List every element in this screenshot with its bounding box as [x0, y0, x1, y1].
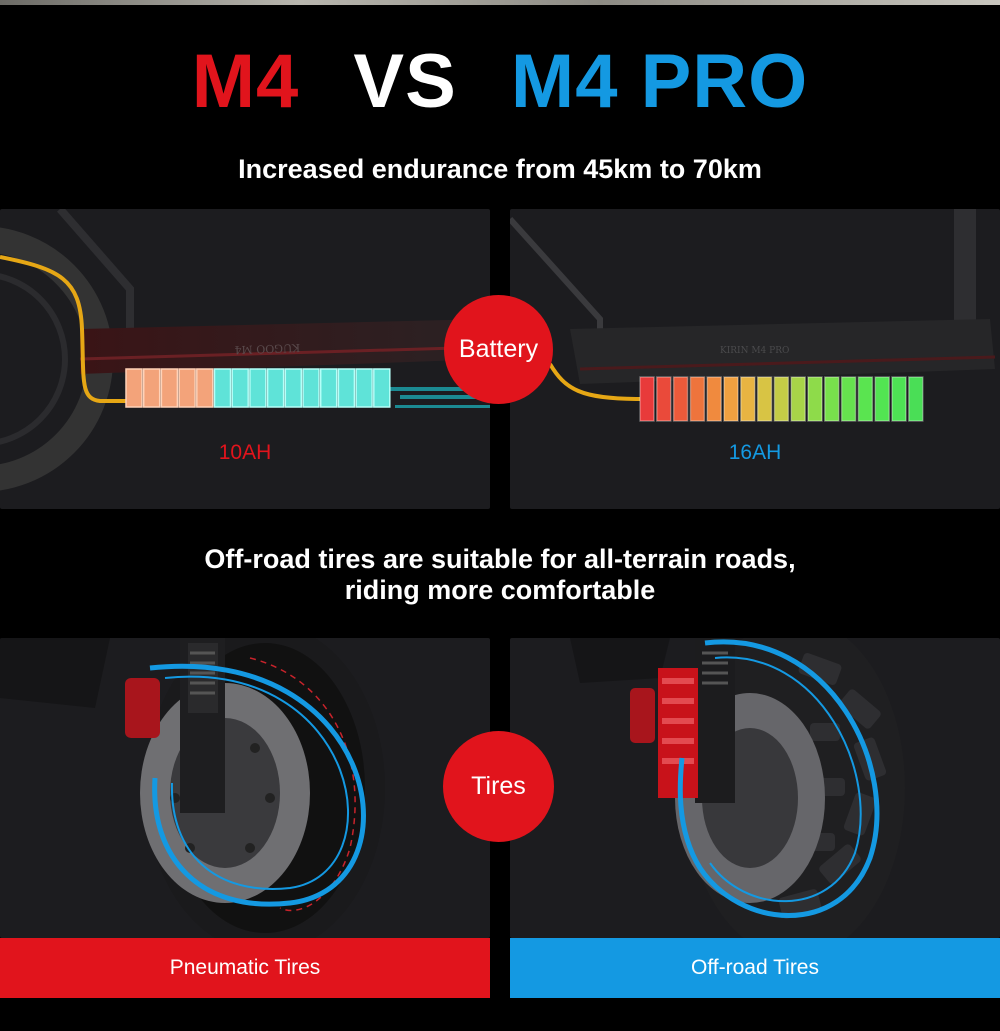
battery-cell	[249, 368, 267, 408]
battery-cell	[908, 376, 924, 422]
scooter-deck-illustration: KUGOO M4	[0, 209, 490, 491]
battery-cell	[656, 376, 672, 422]
tires-heading-line1: Off-road tires are suitable for all-terr…	[204, 544, 796, 574]
title-vs: VS	[353, 39, 457, 124]
tire-panel-offroad	[510, 638, 1000, 938]
title-m4-pro: M4 PRO	[510, 39, 809, 124]
tires-badge: Tires	[443, 731, 554, 842]
tire-panel-pneumatic	[0, 638, 490, 938]
battery-cell	[857, 376, 874, 422]
battery-caption-m4-pro: 16AH	[728, 441, 782, 464]
battery-cell	[807, 376, 823, 422]
battery-heading: Increased endurance from 45km to 70km	[238, 154, 762, 184]
svg-text:KIRIN M4 PRO: KIRIN M4 PRO	[720, 346, 789, 356]
battery-cell	[639, 376, 655, 422]
battery-cell	[213, 368, 232, 408]
battery-cell	[773, 376, 790, 422]
battery-cell	[178, 368, 196, 408]
battery-cell	[355, 368, 373, 408]
battery-cells-illustration: KIRIN M4 PRO	[510, 209, 996, 422]
battery-cell	[689, 376, 706, 422]
battery-panel-m4: KUGOO M4 10AH	[0, 209, 490, 509]
title-m4: M4	[191, 39, 300, 124]
battery-cell	[337, 368, 356, 408]
label-pneumatic-tires: Pneumatic Tires	[0, 938, 490, 998]
battery-cell	[706, 376, 722, 422]
top-decor-strip	[0, 0, 1000, 5]
battery-cell	[284, 368, 303, 408]
battery-cell	[756, 376, 773, 422]
battery-badge: Battery	[444, 295, 553, 404]
battery-cell	[672, 376, 689, 422]
battery-cell	[790, 376, 806, 422]
svg-text:KUGOO M4: KUGOO M4	[234, 341, 300, 356]
battery-cell	[891, 376, 907, 422]
label-offroad-tires: Off-road Tires	[510, 938, 1000, 998]
battery-cell	[373, 368, 391, 408]
battery-panel-m4-pro: KIRIN M4 PRO 16AH	[510, 209, 1000, 509]
wheel-illustration	[570, 638, 905, 938]
battery-cell	[874, 376, 890, 422]
battery-cell	[196, 368, 214, 408]
battery-cell	[142, 368, 161, 408]
battery-cell	[840, 376, 857, 422]
battery-cell	[319, 368, 338, 408]
battery-caption-m4: 10AH	[218, 441, 272, 464]
battery-cell	[824, 376, 840, 422]
wheel-illustration	[0, 638, 385, 938]
battery-cell	[160, 368, 179, 408]
battery-cell	[740, 376, 756, 422]
page-title: M4 VS M4 PRO	[0, 40, 1000, 124]
tires-heading-line2: riding more comfortable	[344, 575, 656, 605]
battery-cell	[231, 368, 249, 408]
battery-cell	[266, 368, 285, 408]
battery-cell	[723, 376, 739, 422]
battery-cell	[302, 368, 320, 408]
battery-cell	[125, 368, 143, 408]
